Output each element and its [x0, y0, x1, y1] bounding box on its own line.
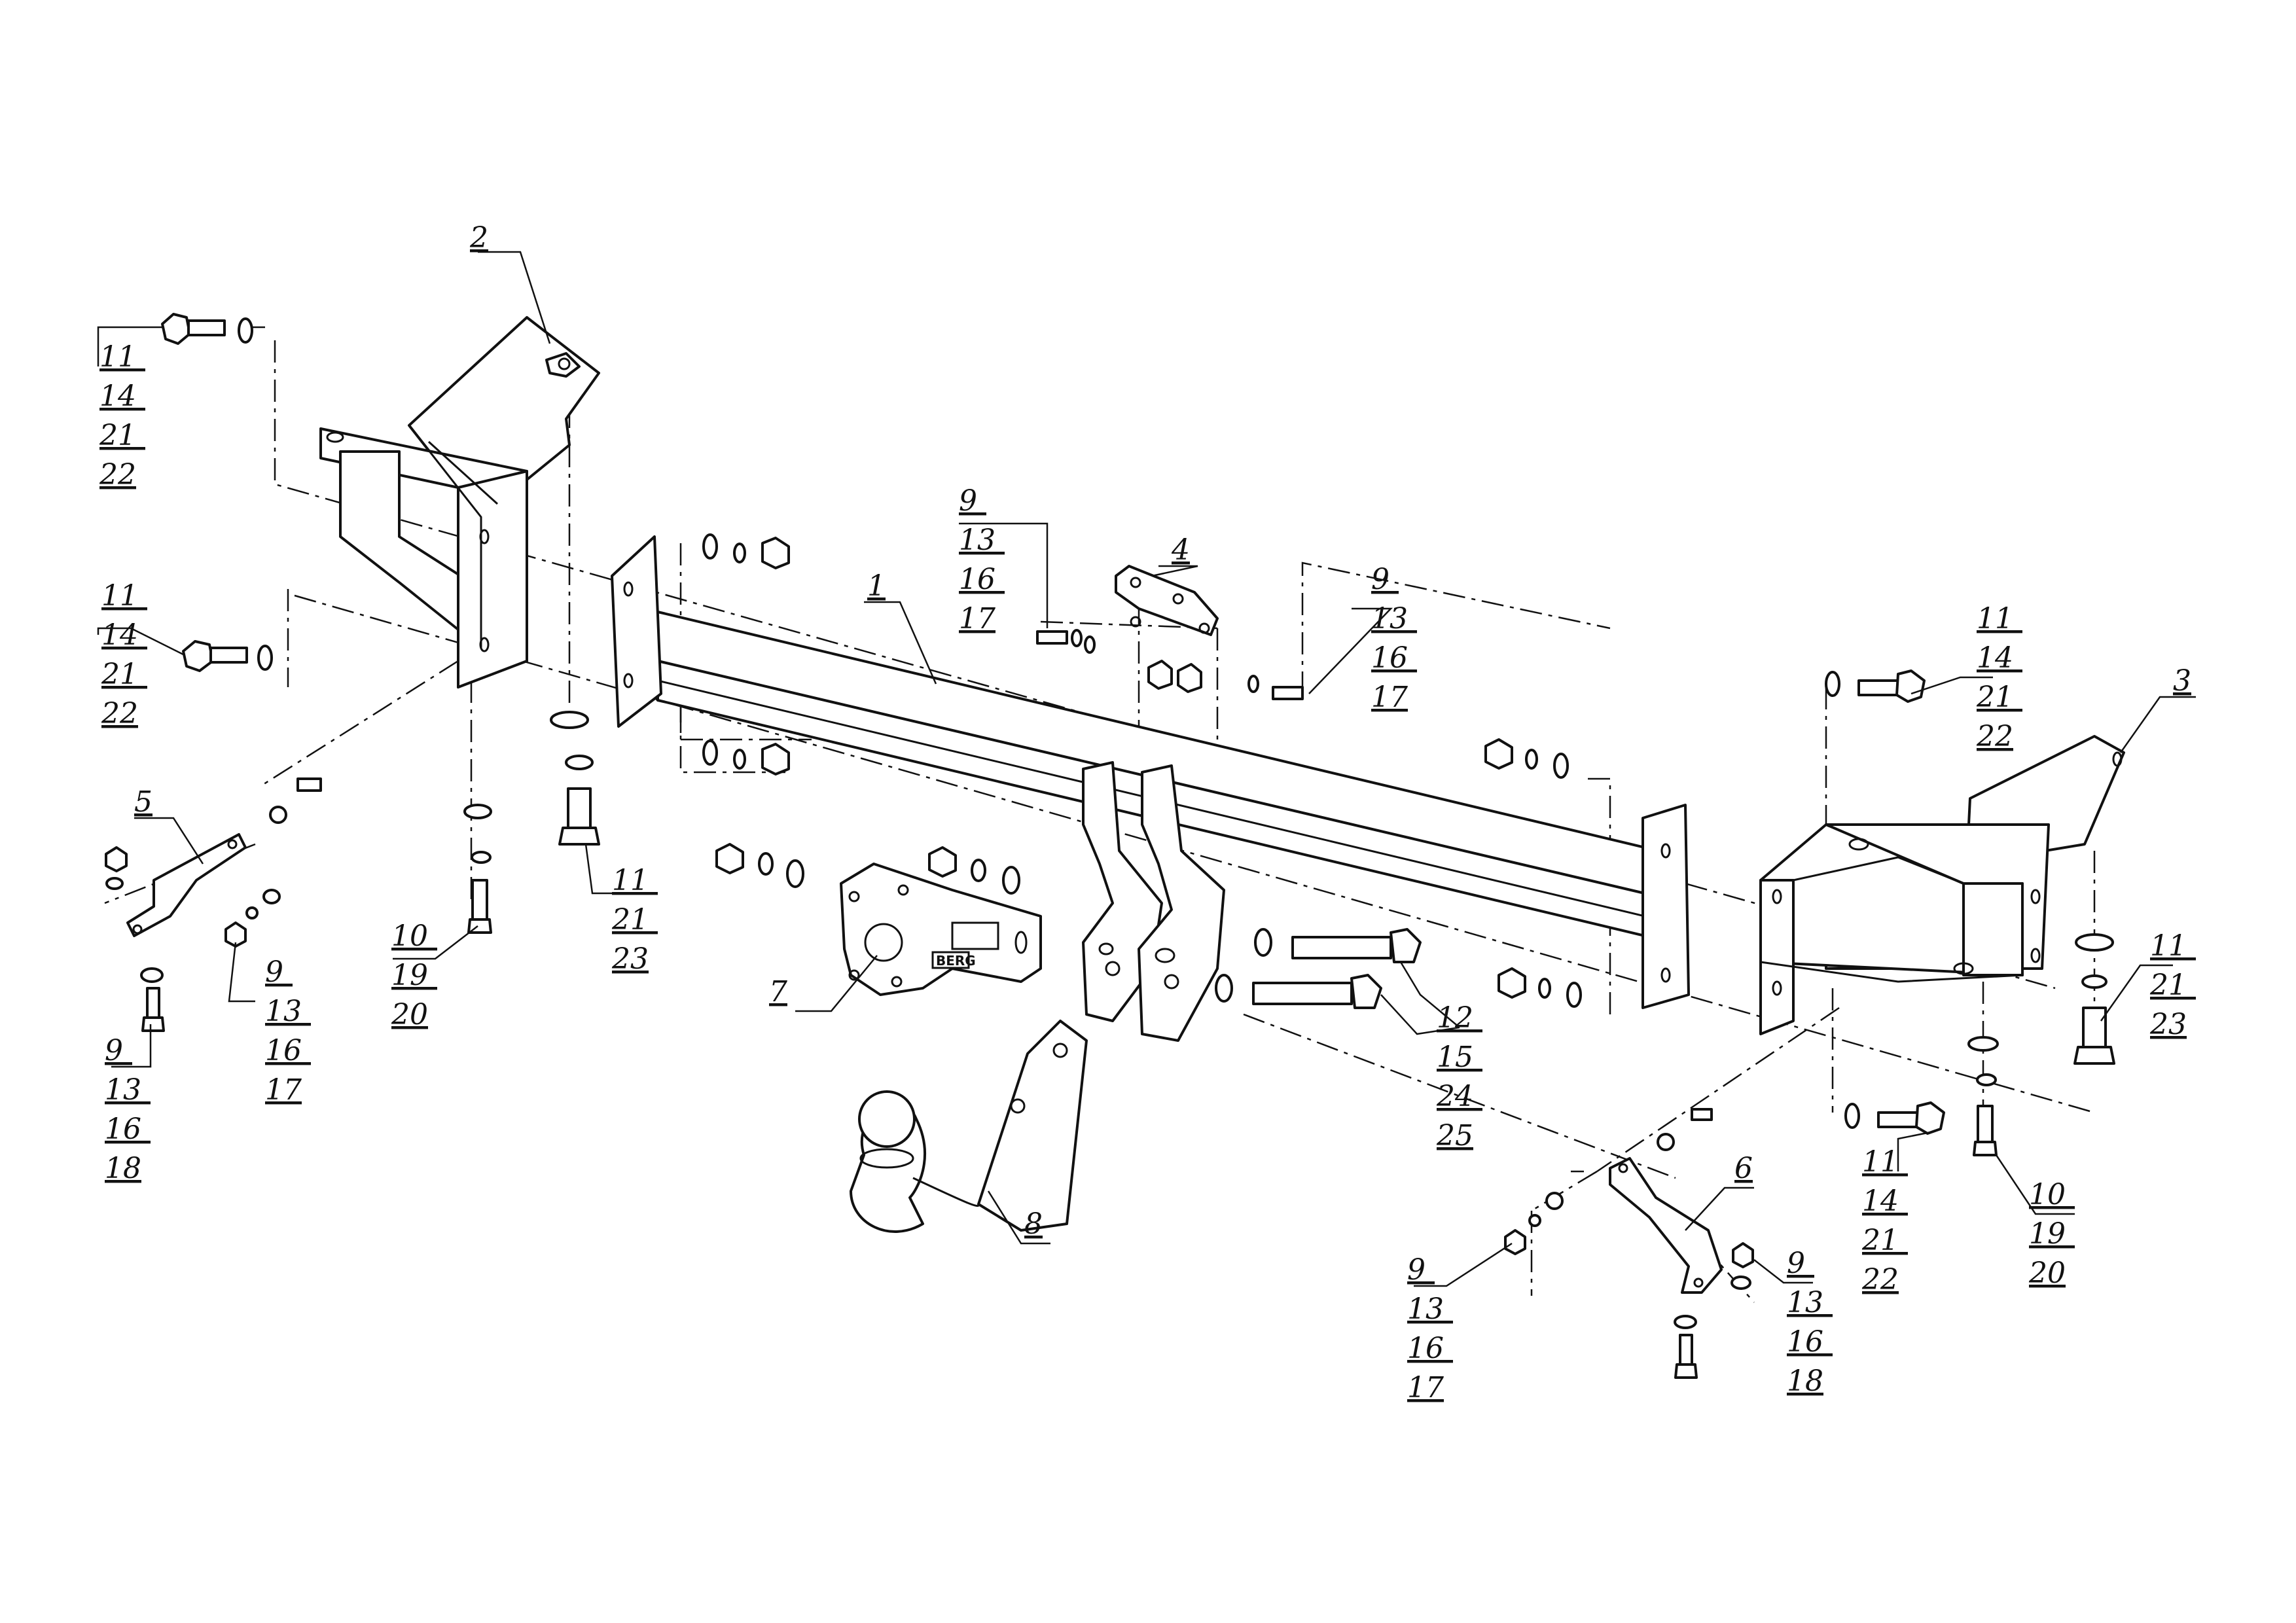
callout-11-left-center: 11 21 23: [611, 864, 658, 976]
callout-4: 4: [1171, 533, 1190, 567]
leader-lines: [97, 251, 2196, 1287]
callout-2: 2: [469, 221, 488, 255]
right-side-bracket: [1759, 735, 2125, 1035]
callout-8: 8: [1024, 1207, 1043, 1241]
callout-7: 7: [769, 975, 787, 1008]
callout-11-top-left: 11 14 21 22: [99, 340, 145, 491]
callout-6: 6: [1734, 1152, 1753, 1185]
callout-1: 1: [867, 569, 886, 603]
callout-10-right: 10 19 20: [2028, 1178, 2075, 1290]
callout-9-lower-left: 9 13 16 18: [105, 1034, 151, 1185]
left-lower-bracket: [126, 833, 247, 937]
hitch-mounting-plates: [1082, 761, 1225, 1042]
callout-5: 5: [134, 785, 152, 819]
callout-9-left-mid: 9 13 16 17: [265, 955, 311, 1107]
callout-10-left: 10 19 20: [391, 919, 437, 1031]
tow-ball-neck: [850, 1020, 1088, 1233]
callout-9-top-right: 9 13 16 17: [1371, 563, 1417, 714]
socket-plate: [1115, 565, 1219, 636]
callout-9-bottom-right: 9 13 16 18: [1787, 1247, 1833, 1398]
callout-3: 3: [2173, 664, 2191, 698]
berg-logo-text: BERG: [936, 953, 976, 969]
callout-11-top-right: 11 14 21 22: [1976, 602, 2022, 753]
callout-11-bottom-right: 11 14 21 22: [1861, 1145, 1908, 1296]
callout-9-bottom-left: 9 13 16 17: [1407, 1253, 1453, 1404]
callout-11-right-rear: 11 21 23: [2149, 929, 2196, 1041]
right-lower-bracket: [1609, 1157, 1723, 1294]
callout-11-mid-left: 11 14 21 22: [101, 579, 147, 730]
fasteners: [105, 313, 2115, 1379]
socket-holder-plate: BERG: [840, 863, 1042, 996]
left-side-bracket: [319, 316, 600, 688]
callout-12: 12 15 24 25: [1436, 1001, 1482, 1152]
callout-labels: 2 11 14 21 22 11 14 21 22 5 9 13 16 18 9…: [99, 221, 2196, 1404]
callout-9-top-center: 9 13 16 17: [959, 484, 1005, 635]
